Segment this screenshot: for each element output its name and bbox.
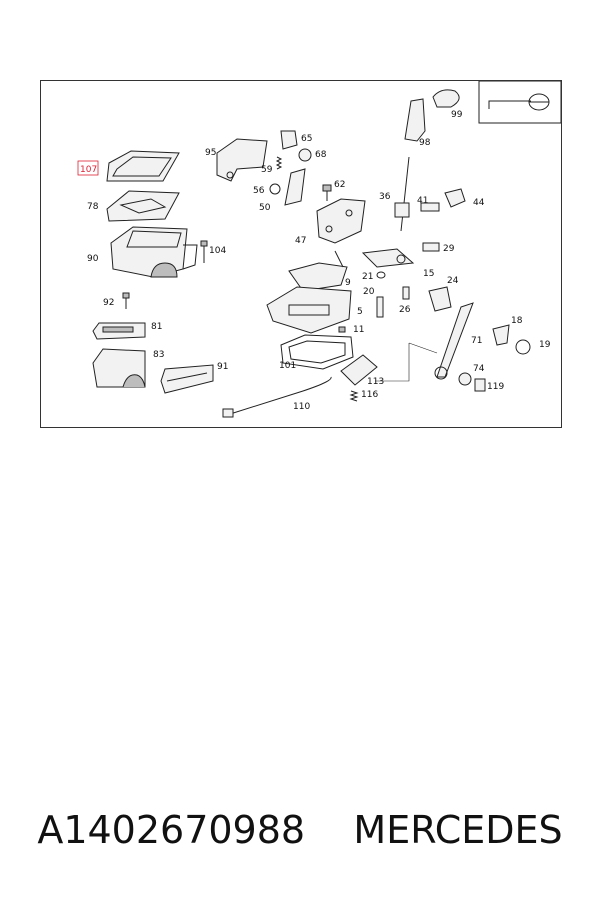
label-83: 83 — [153, 350, 164, 360]
part-labels: 107 95 65 68 59 62 56 50 47 78 90 104 92… — [77, 110, 551, 412]
part-110-cable — [222, 376, 332, 418]
label-116: 116 — [361, 390, 378, 400]
label-81: 81 — [151, 322, 162, 332]
label-9: 9 — [345, 278, 351, 288]
label-95: 95 — [205, 148, 216, 158]
part-68-bushing — [298, 148, 312, 162]
label-98: 98 — [419, 138, 431, 148]
label-50: 50 — [259, 203, 271, 213]
part-50-lever — [284, 168, 306, 206]
part-83-control-unit — [92, 348, 146, 388]
part-81-module — [92, 322, 146, 340]
label-74: 74 — [473, 364, 485, 374]
label-90: 90 — [87, 254, 99, 264]
inset-box — [478, 81, 561, 124]
label-21: 21 — [362, 272, 373, 282]
part-78-cover-plate — [106, 190, 180, 222]
part-24-bushing — [428, 286, 452, 312]
label-104: 104 — [209, 246, 226, 256]
part-74-bushing — [458, 372, 472, 386]
label-36: 36 — [379, 192, 391, 202]
part-19-clip — [515, 339, 531, 355]
part-47-shift-plate — [316, 198, 366, 244]
label-113: 113 — [367, 377, 384, 387]
label-107: 107 — [80, 165, 97, 175]
part-26-sleeve — [402, 286, 410, 300]
label-5: 5 — [357, 307, 363, 317]
part-20-pin — [376, 296, 384, 318]
part-62-screw — [322, 184, 332, 201]
label-78: 78 — [87, 202, 99, 212]
label-41: 41 — [417, 196, 428, 206]
part-29-pin — [422, 242, 440, 252]
part-11-screw — [338, 326, 346, 333]
part-56-clip — [269, 183, 281, 195]
part-116-spring — [349, 390, 359, 402]
part-18-bracket — [492, 324, 510, 346]
label-56: 56 — [253, 186, 265, 196]
part-shift-lever — [394, 156, 410, 232]
label-62: 62 — [334, 180, 345, 190]
part-15-lever-base — [361, 248, 415, 268]
label-44: 44 — [473, 198, 485, 208]
part-104-screw — [200, 240, 208, 263]
label-15: 15 — [423, 269, 434, 279]
part-41-pin — [420, 202, 440, 212]
part-95-bracket — [216, 138, 268, 182]
part-91-bracket — [160, 364, 214, 394]
linkage-line — [375, 343, 410, 382]
part-92-screw — [122, 292, 130, 309]
label-91: 91 — [217, 362, 228, 372]
label-20: 20 — [363, 287, 375, 297]
label-18: 18 — [511, 316, 523, 326]
part-caption: A1402670988 MERCEDES — [0, 800, 600, 860]
label-47: 47 — [295, 236, 306, 246]
label-19: 19 — [539, 340, 551, 350]
label-99: 99 — [451, 110, 463, 120]
part-65-housing — [280, 130, 298, 150]
label-26: 26 — [399, 305, 411, 315]
part-71-linkage — [434, 302, 474, 380]
highlight-box — [77, 160, 99, 176]
part-113-bracket — [340, 354, 378, 386]
label-11: 11 — [353, 325, 364, 335]
label-59: 59 — [261, 165, 273, 175]
label-24: 24 — [447, 276, 459, 286]
part-98-boot — [404, 98, 426, 142]
part-21-washer — [376, 271, 386, 279]
part-90-console — [110, 226, 198, 278]
part-5-base — [266, 286, 352, 334]
label-68: 68 — [315, 150, 327, 160]
part-99-knob — [432, 89, 460, 108]
part-107-trim-frame — [106, 150, 180, 182]
inset-rod-icon — [488, 100, 531, 109]
part-9-housing — [288, 250, 348, 292]
part-59-spring — [275, 156, 283, 170]
label-110: 110 — [293, 402, 310, 412]
label-65: 65 — [301, 134, 312, 144]
part-101-gasket — [280, 334, 354, 370]
diagram-drawing: 107 95 65 68 59 62 56 50 47 78 90 104 92… — [77, 81, 561, 418]
label-119: 119 — [487, 382, 504, 392]
part-number: A1402670988 — [37, 808, 306, 852]
parts-diagram: 107 95 65 68 59 62 56 50 47 78 90 104 92… — [40, 80, 562, 428]
part-44-clip — [444, 188, 466, 208]
label-29: 29 — [443, 244, 455, 254]
label-71: 71 — [471, 336, 482, 346]
label-92: 92 — [103, 298, 114, 308]
part-119-clip — [474, 378, 486, 392]
brand-name: MERCEDES — [353, 808, 563, 852]
label-101: 101 — [279, 361, 296, 371]
